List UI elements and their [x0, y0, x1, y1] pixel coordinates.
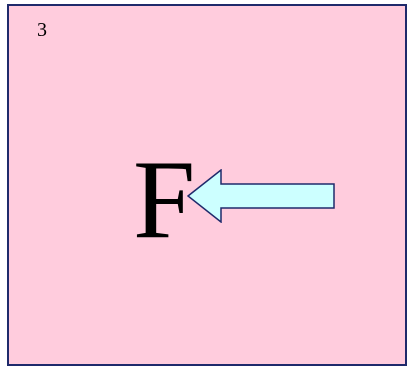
slide-number: 3	[37, 19, 47, 41]
slide-card: 3 F	[7, 4, 407, 366]
left-arrow-icon	[187, 169, 335, 223]
left-arrow-shape	[187, 169, 335, 223]
letter-f: F	[133, 138, 196, 262]
